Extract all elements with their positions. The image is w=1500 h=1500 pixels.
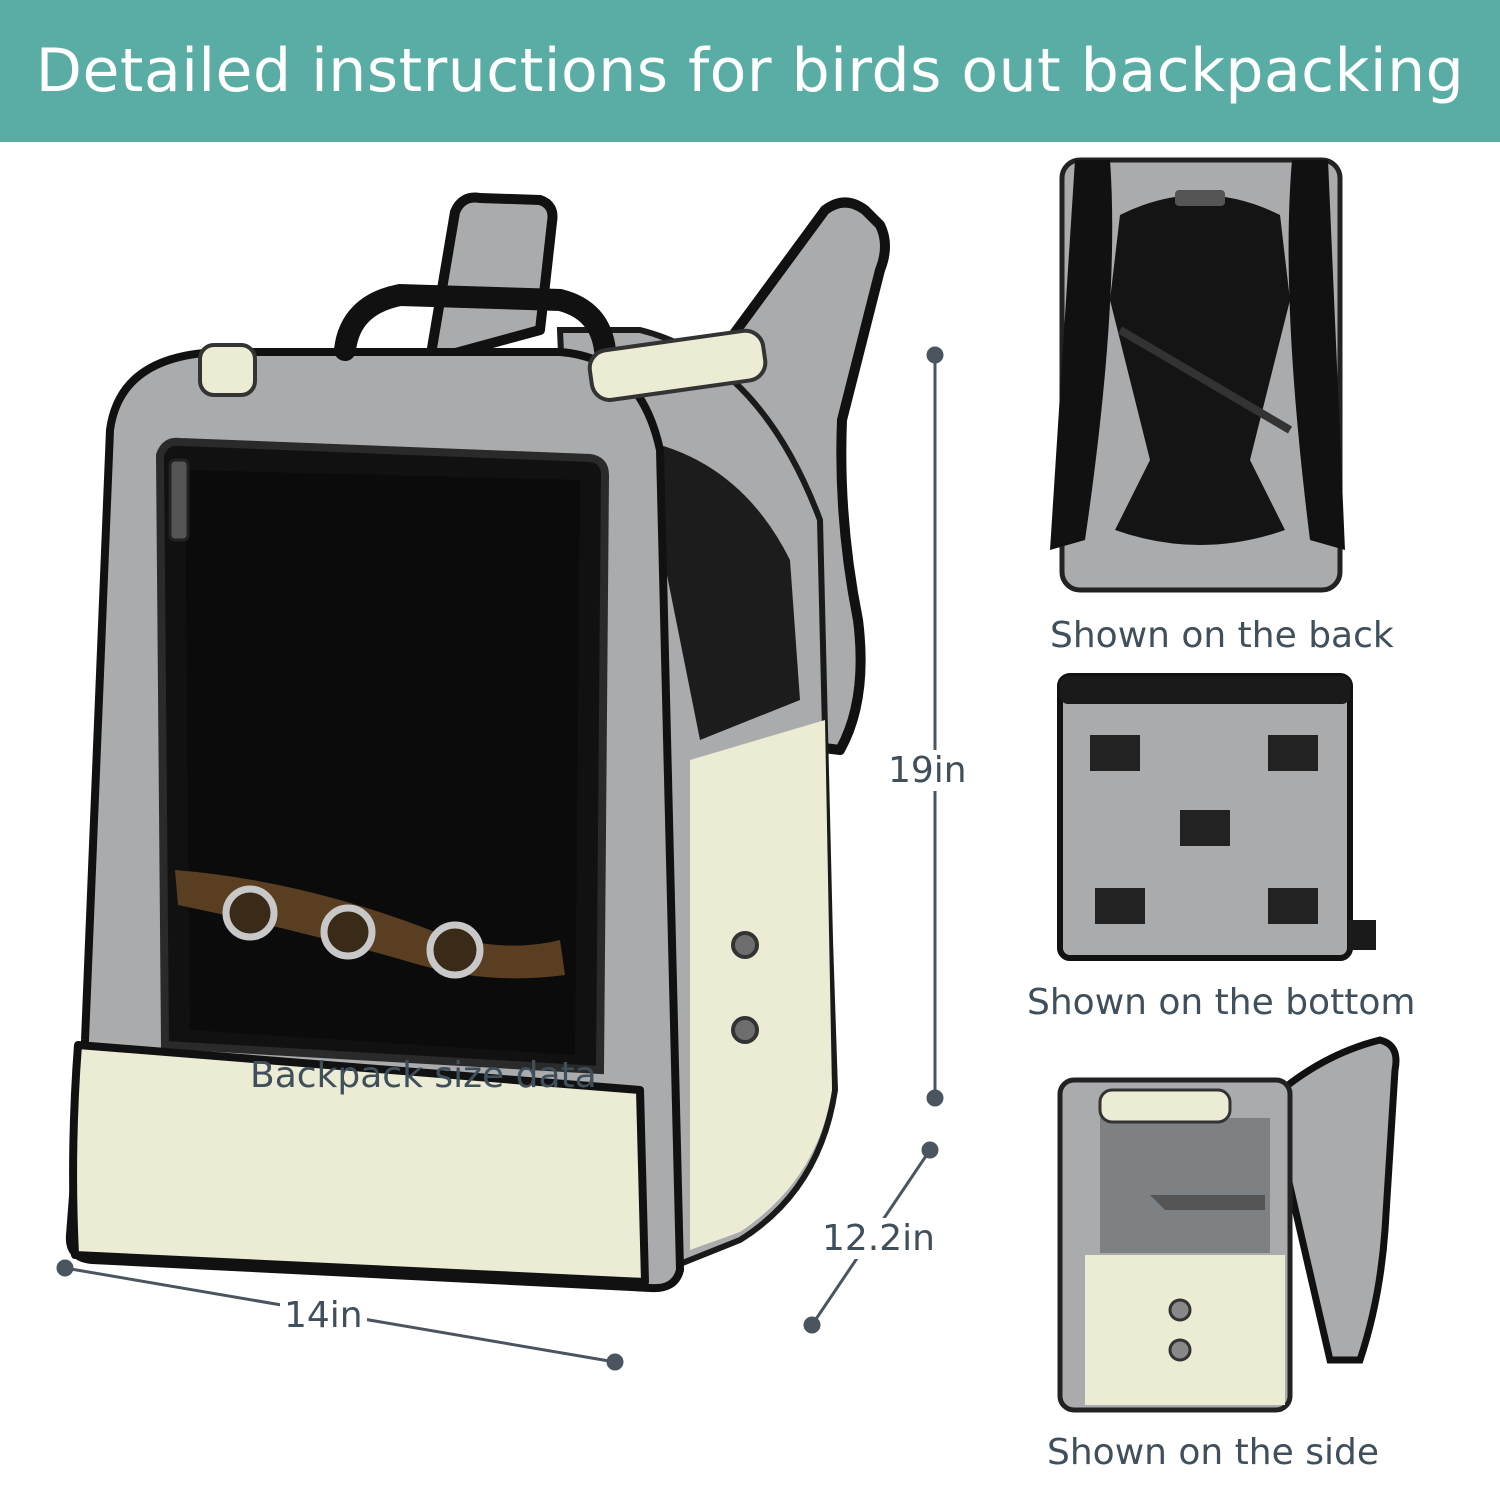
backpack-front-image	[65, 192, 890, 1293]
depth-label: 12.2in	[818, 1218, 939, 1259]
backpack-bottom-image	[1057, 673, 1376, 961]
height-label: 19in	[884, 750, 971, 791]
width-label: 14in	[280, 1295, 367, 1336]
caption-side: Shown on the side	[1047, 1432, 1379, 1473]
caption-size-data: Backpack size data	[250, 1055, 597, 1096]
caption-back: Shown on the back	[1050, 615, 1394, 656]
backpack-back-image	[1050, 157, 1345, 593]
caption-bottom: Shown on the bottom	[1027, 982, 1416, 1023]
banner-title: Detailed instructions for birds out back…	[35, 36, 1465, 106]
title-banner: Detailed instructions for birds out back…	[0, 0, 1500, 142]
backpack-side-image	[1057, 1036, 1400, 1413]
